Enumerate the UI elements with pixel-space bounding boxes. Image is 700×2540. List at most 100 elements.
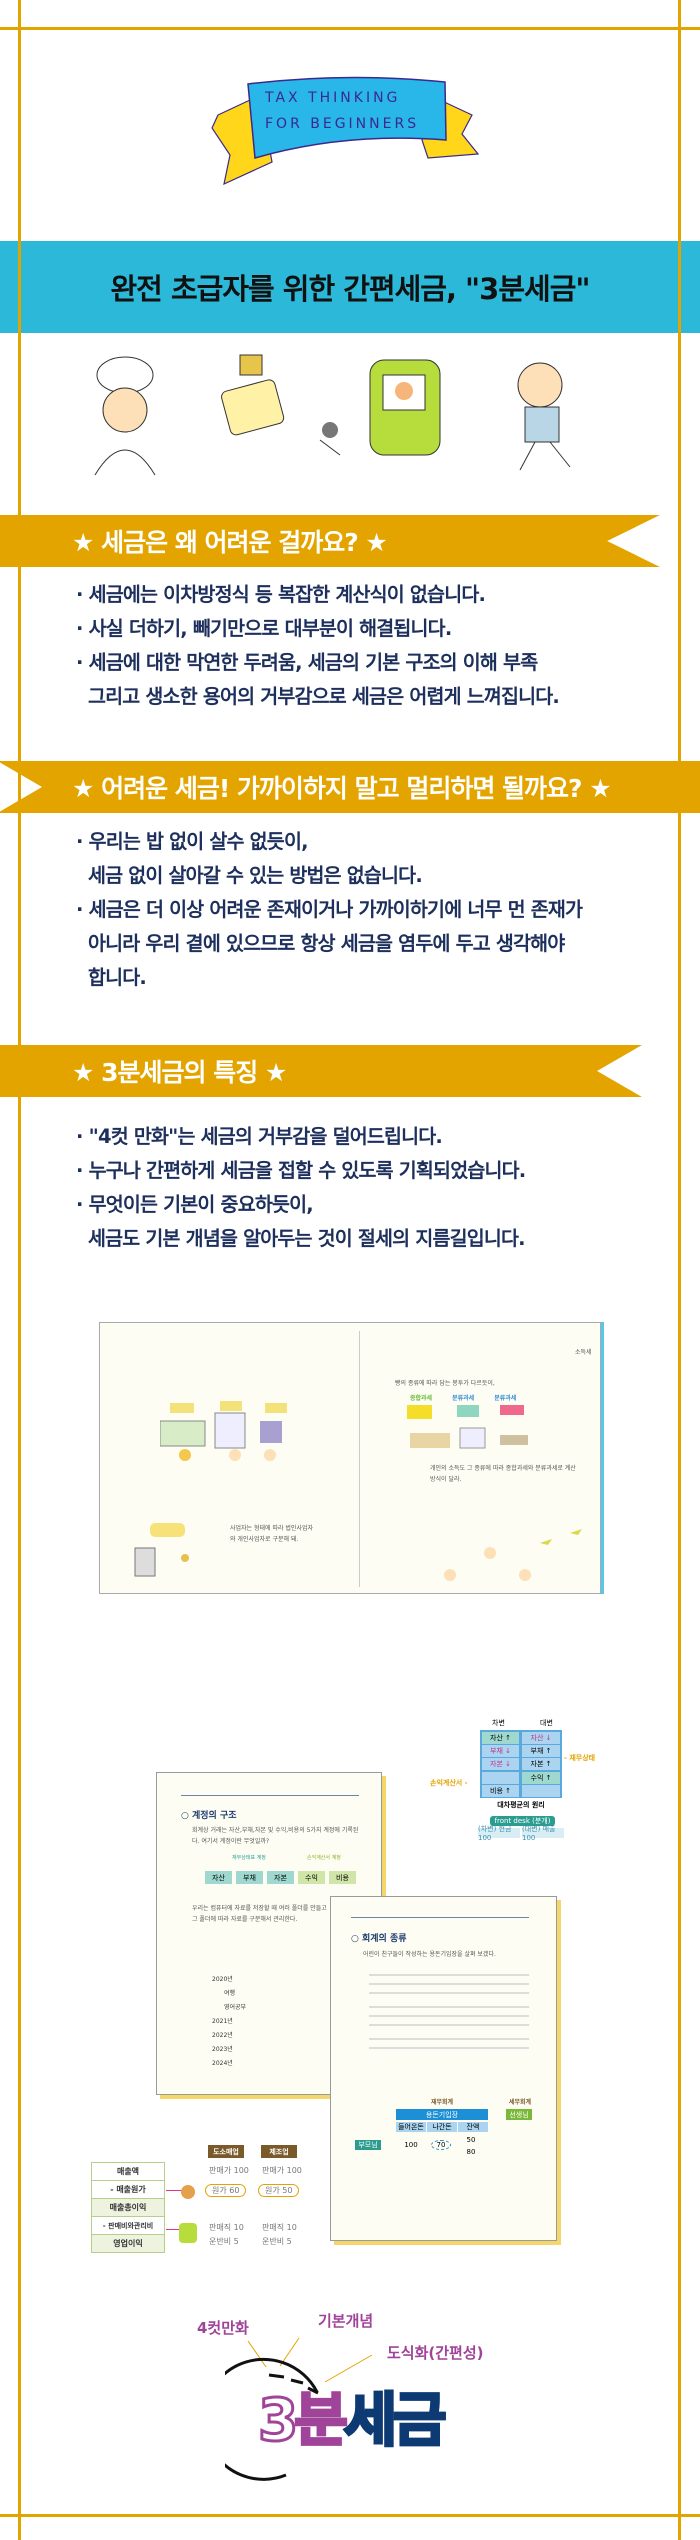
frame-line-right-overlay [678, 241, 681, 333]
col-header: 도소매업 [208, 2145, 244, 2158]
value: 원가 60 [205, 2184, 247, 2197]
table-row: 매출액 [91, 2162, 165, 2181]
value: 원가 50 [258, 2184, 300, 2197]
section-3-body: · "4컷 만화"는 세금의 거부감을 덜어드립니다. · 누구나 간편하게 세… [76, 1120, 526, 1256]
section-heading-3: ★ 3분세금의 특징 ★ [72, 1058, 287, 1087]
table-row: 영업이익 [91, 2234, 165, 2253]
income-statement-table: 매출액 - 매출원가 매출총이익 - 판매비와관리비 영업이익 [91, 2162, 165, 2253]
folder-item: 2023년 [212, 2046, 233, 2053]
characters-illustration [94, 354, 571, 476]
book-page-accounting-types: ○ 회계의 종류 어린이 친구들이 작성하는 용돈기입장을 살펴 보겠다. 재무… [330, 1896, 557, 2241]
bullet-line: 아니라 우리 곁에 있으므로 항상 세금을 염두에 두고 생각해야 [88, 932, 565, 955]
page-paragraph: 어린이 친구들이 작성하는 용돈기입장을 살펴 보겠다. [363, 1951, 496, 1958]
keyword-basic-concept: 기본개념 [318, 2312, 374, 2330]
section-heading-2: ★ 어려운 세금! 가까이하지 말고 멀리하면 될까요? ★ [72, 774, 612, 803]
brand-logo-3min-tax: 3분세금 [257, 2385, 448, 2456]
ledger-col: 들어온돈 [396, 2122, 426, 2132]
folder-item: 2022년 [212, 2032, 233, 2039]
spread-header: 소득세 [575, 1349, 592, 1356]
folder-item: 2020년 [212, 1976, 233, 1983]
col-header: 제조업 [261, 2145, 297, 2158]
accounting-diagram: 차변 대변 자산 ↑ 자산 ↓ 부채 ↓ 부채 ↑ 자본 ↓ 자본 ↑ 수익 ↑… [430, 1718, 610, 1858]
value: 판매가 100 [262, 2166, 302, 2175]
bakery-illustration [160, 1401, 287, 1461]
frame-line-bottom [0, 2514, 700, 2517]
label: 종합과세 [410, 1395, 433, 1402]
folder-item: 여행 [224, 1990, 236, 1997]
diagram-right-label: - 재무상태 [564, 1754, 596, 1762]
spread-bottom-caption: 개인의 소득도 그 종류에 따라 종합과세와 분류과세로 계산방식이 달라. [430, 1465, 576, 1483]
characters-illustration-2 [444, 1529, 582, 1581]
frame-line-right [678, 0, 681, 2540]
ledger-col: 나간돈 [427, 2122, 457, 2132]
ledger-value: 100 [404, 2141, 418, 2149]
value: 운반비 5 [262, 2237, 292, 2246]
diagram-cell: 자본 ↓ [482, 1758, 519, 1770]
lollipop-icon [181, 2185, 195, 2199]
bullet-line: · 누구나 간편하게 세금을 접할 수 있도록 기획되었습니다. [76, 1159, 526, 1182]
folder-list: 2020년 여행 영어공부 2021년 2022년 2023년 2024년 [212, 1973, 246, 2071]
bullet-line: · 우리는 밥 없이 살수 없듯이, [76, 830, 309, 853]
account-box: 수익 [298, 1871, 325, 1884]
section-2-body: · 우리는 밥 없이 살수 없듯이, 세금 없이 살아갈 수 있는 방법은 없습… [76, 825, 583, 995]
building-illustration [134, 1523, 189, 1577]
parent-box: 부모님 [355, 2140, 381, 2150]
account-box: 비용 [329, 1871, 356, 1884]
diagram-cell: 비용 ↑ [482, 1785, 519, 1797]
table-row: - 판매비와관리비 [91, 2216, 165, 2235]
folder-item: 2021년 [212, 2018, 233, 2025]
spread-left-caption: 사업자는 형태에 따라 법인사업자와 개인사업자로 구분해 돼. [230, 1525, 314, 1543]
spine [359, 1331, 360, 1587]
diagram-cell: 자산 ↑ [482, 1732, 519, 1744]
section-banner-1: ★ 세금은 왜 어려운 걸까요? ★ [0, 515, 660, 567]
ledger-value: 70 [431, 2140, 451, 2150]
account-box: 자본 [267, 1871, 294, 1884]
ledger-value: 50 [466, 2136, 476, 2144]
diagram-cell: 자산 ↓ [522, 1732, 560, 1744]
page-heading: 회계의 종류 [362, 1934, 407, 1944]
value: 판매직 10 [209, 2223, 244, 2232]
diagram-foot-left: (차변) 현금 100 [478, 1825, 520, 1842]
diagram-cell: 자본 ↑ [522, 1758, 560, 1770]
arrow [166, 2229, 186, 2230]
logo-part-tax: 세금 [342, 2385, 448, 2456]
table-row: - 매출원가 [91, 2180, 165, 2199]
diagram-front-desk: front desk (분개) [490, 1816, 555, 1826]
title-band: 완전 초급자를 위한 간편세금, "3분세금" [0, 241, 700, 333]
label: 분류과세 [452, 1395, 475, 1402]
group-label: 재무상태표 계정 [232, 1855, 266, 1861]
diagram-cell [482, 1772, 519, 1784]
logo-line-2: FOR BEGINNERS [265, 116, 420, 132]
diagram-cell: 부채 ↓ [482, 1745, 519, 1757]
text-lines [369, 1967, 529, 2056]
tag-financial: 재무회계 [431, 2099, 454, 2106]
section-1-body: · 세금에는 이차방정식 등 복잡한 계산식이 없습니다. · 사실 더하기, … [76, 578, 560, 714]
folder-item: 영어공부 [224, 2004, 247, 2011]
bullet-line: 그리고 생소한 용어의 거부감으로 세금은 어렵게 느껴집니다. [88, 685, 560, 708]
bullet-line: · 세금에 대한 막연한 두려움, 세금의 기본 구조의 이해 부족 [76, 651, 538, 674]
bullet-line: · "4컷 만화"는 세금의 거부감을 덜어드립니다. [76, 1125, 443, 1148]
value: 판매가 100 [209, 2166, 249, 2175]
bullet-line: 세금 없이 살아갈 수 있는 방법은 없습니다. [88, 864, 423, 887]
logo-line-1: TAX THINKING [265, 90, 401, 106]
diagram-cell [522, 1785, 560, 1797]
folder-item: 2024년 [212, 2060, 233, 2067]
bullet-line: 세금도 기본 개념을 알아두는 것이 절세의 지름길입니다. [88, 1227, 526, 1250]
section-banner-2: ★ 어려운 세금! 가까이하지 말고 멀리하면 될까요? ★ [0, 761, 700, 813]
tag-tax: 세무회계 [509, 2099, 532, 2106]
group-label: 손익계산서 계정 [307, 1855, 341, 1861]
tax-thinking-logo: TAX THINKING FOR BEGINNERS [210, 70, 480, 186]
value: 운반비 5 [209, 2237, 239, 2246]
spread-caption: 빵의 종류에 따라 담는 봉투가 다르듯이, [395, 1380, 495, 1387]
keyword-4cut-comic: 4컷만화 [197, 2319, 249, 2337]
diagram-foot-right: (대변) 매출 100 [522, 1825, 564, 1842]
bullet-line: · 세금에는 이차방정식 등 복잡한 계산식이 없습니다. [76, 583, 486, 606]
bullet-line: · 사실 더하기, 빼기만으로 대부분이 해결됩니다. [76, 617, 452, 640]
arrow [166, 2190, 186, 2191]
ledger-col: 잔액 [458, 2122, 488, 2132]
diagram-cell: 수익 ↑ [522, 1772, 560, 1784]
bullet-line: · 무엇이든 기본이 중요하듯이, [76, 1193, 314, 1216]
stopwatch-icon [225, 2337, 373, 2481]
